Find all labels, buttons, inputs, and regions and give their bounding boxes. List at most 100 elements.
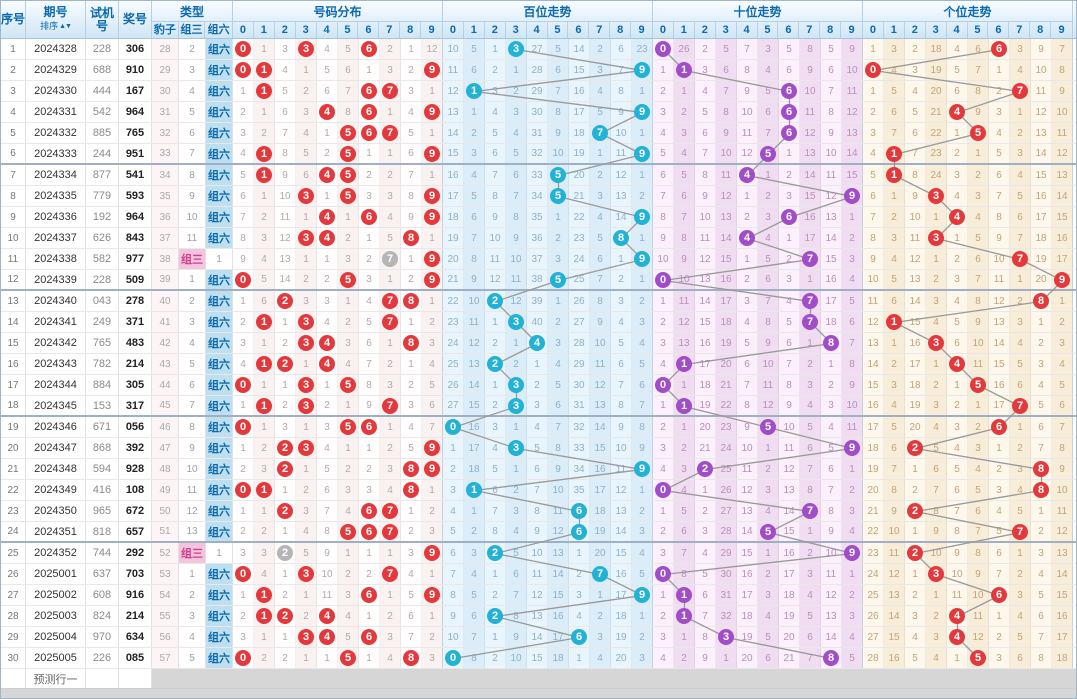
units-cell: 4 [968,459,989,479]
dist-cell: 3 [380,459,401,479]
units-cell: 9 [1052,459,1073,479]
tens-cell: 31 [716,585,737,605]
hundreds-cell: 15 [464,396,485,415]
tens-cell: 5 [674,165,695,185]
row-seq: 19 [1,417,26,437]
digit-header: 1 [464,22,485,38]
dist-cell: 1 [338,291,359,311]
digit-header: 3 [926,22,947,38]
tens-cell: 4 [653,648,674,668]
units-cell: 12 [968,627,989,647]
dist-cell: 7 [380,81,401,101]
units-cell: 10 [968,585,989,605]
hundreds-cell: 5 [506,144,527,163]
hundreds-cell: 3 [506,39,527,59]
dist-cell: 1 [422,165,443,185]
hundreds-cell: 2 [485,60,506,80]
tens-cell: 11 [779,438,800,458]
sort-label[interactable]: 排序 [40,21,59,31]
units-cell: 6 [1052,396,1073,415]
hundreds-cell: 16 [611,564,632,584]
sort-control[interactable]: 排序 ▲▼ [40,20,72,33]
hundreds-cell: 6 [611,39,632,59]
tens-cell: 9 [821,123,842,143]
dist-cell: 4 [317,207,338,227]
hundreds-cell: 18 [464,459,485,479]
dist-ball: 9 [424,104,440,120]
dist-ball: 9 [424,251,440,267]
tens-ball: 1 [676,587,692,603]
hundreds-cell: 10 [464,291,485,311]
row-period: 2024340 [26,291,86,311]
dist-cell: 5 [296,144,317,163]
tens-cell: 9 [716,123,737,143]
tens-cell: 2 [695,39,716,59]
tens-ball: 1 [676,397,692,414]
tens-cell: 13 [674,333,695,353]
units-cell: 3 [905,606,926,626]
hundreds-cell: 9 [632,207,653,227]
hundreds-cell: 26 [443,375,464,395]
row-trial: 153 [86,396,119,415]
hundreds-cell: 6 [569,627,590,647]
units-cell: 6 [1031,606,1052,626]
tens-cell: 8 [695,165,716,185]
tens-cell: 5 [737,333,758,353]
prize-header-label: 奖号 [122,12,147,26]
units-cell: 8 [905,165,926,185]
col-header-seq: 序号 [1,1,26,38]
hundreds-cell: 9 [506,627,527,647]
tens-cell: 14 [737,522,758,541]
units-cell: 16 [863,396,884,415]
tens-cell: 12 [821,186,842,206]
units-ball: 6 [991,587,1007,603]
units-cell: 15 [905,312,926,332]
dist-cell: 6 [359,417,380,437]
units-cell: 27 [863,627,884,647]
dist-cell: 3 [233,123,254,143]
units-cell: 6 [989,585,1010,605]
digit-header: 0 [863,22,884,38]
units-cell: 4 [1031,564,1052,584]
type-baozi-cell: 46 [152,417,179,437]
type-zuliu-cell: 组六 [206,501,233,521]
tens-cell: 4 [695,81,716,101]
type-zuliu-cell: 组六 [206,333,233,353]
dist-cell: 5 [338,417,359,437]
hundreds-cell: 8 [632,417,653,437]
hundreds-cell: 7 [548,81,569,101]
row-prize: 593 [119,186,152,206]
dist-cell: 4 [317,333,338,353]
row-prize: 672 [119,501,152,521]
type-baozi-cell: 43 [152,354,179,374]
units-ball: 8 [1033,293,1049,309]
dist-cell: 8 [401,186,422,206]
hundreds-cell: 8 [506,207,527,227]
units-cell: 10 [1052,480,1073,500]
hundreds-cell: 8 [485,522,506,541]
units-cell: 2 [863,102,884,122]
dist-ball: 5 [340,125,356,141]
tens-cell: 3 [758,480,779,500]
tens-cell: 3 [737,291,758,311]
row-period: 2025004 [26,627,86,647]
hundreds-cell: 4 [611,312,632,332]
hundreds-cell: 3 [590,627,611,647]
dist-cell: 1 [401,39,422,59]
hundreds-ball: 5 [550,271,566,288]
hundreds-ball: 6 [571,629,587,645]
tens-cell: 1 [653,291,674,311]
hundreds-cell: 17 [569,102,590,122]
hundreds-cell: 17 [611,585,632,605]
units-cell: 12 [905,249,926,269]
row-prize: 843 [119,228,152,248]
row-period: 2024343 [26,354,86,374]
sort-arrows-icon[interactable]: ▲▼ [59,23,72,30]
hundreds-ball: 3 [508,440,524,456]
hundreds-cell: 1 [548,207,569,227]
units-ball: 5 [970,125,986,141]
hundreds-cell: 7 [464,627,485,647]
